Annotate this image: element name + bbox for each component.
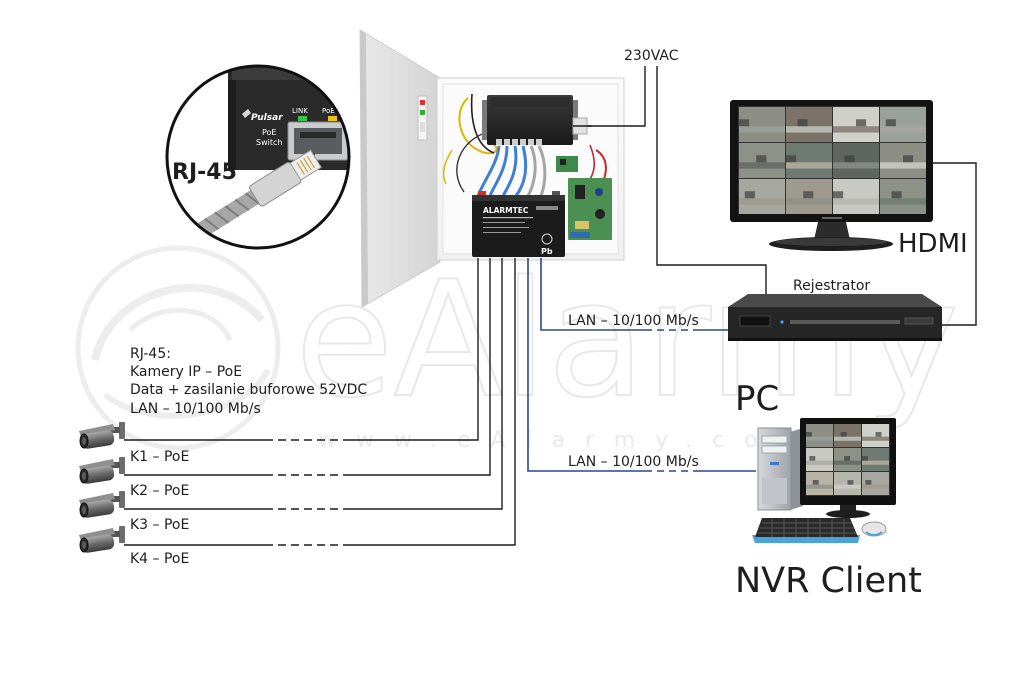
mains-cable-recorder: [656, 66, 767, 296]
ip-camera-icon: [79, 526, 125, 553]
lan-cable-pc: [527, 258, 756, 472]
legend-line: LAN – 10/100 Mb/s: [130, 401, 261, 417]
battery-marking: Pb: [541, 247, 553, 256]
desktop-pc-icon: [752, 418, 896, 543]
pc-monitor-icon: [800, 418, 896, 518]
pc-tower-icon: [757, 427, 803, 511]
camera-label-k2: K2 – PoE: [130, 483, 189, 499]
poe-switch-icon: [482, 95, 578, 145]
camera-k1: [79, 422, 125, 449]
inset-title: RJ-45: [172, 160, 237, 185]
pc-camera-grid: [806, 424, 889, 495]
pc-lan-label: LAN – 10/100 Mb/s: [568, 454, 699, 470]
tamper-switch-icon: [417, 95, 428, 141]
camera-feed-tile: [862, 472, 889, 495]
recorder-label: Rejestrator: [793, 278, 870, 294]
monitor-icon: [730, 100, 933, 251]
link-led-label: LINK: [292, 107, 308, 115]
recorder-lan-label: LAN – 10/100 Mb/s: [568, 313, 699, 329]
lan-cable-recorder: [540, 258, 728, 331]
legend-line: Data + zasilanie buforowe 52VDC: [130, 382, 367, 398]
camera-legend: RJ-45: Kamery IP – PoE Data + zasilanie …: [130, 346, 367, 417]
link-led-icon: [298, 116, 307, 121]
monitor-camera-grid: [739, 107, 926, 214]
switch-brand: Pulsar: [251, 113, 283, 123]
camera-feed-tile: [786, 107, 832, 142]
ip-camera-icon: [79, 457, 125, 484]
inset-circle-border: [165, 64, 351, 250]
camera-feed-tile: [880, 179, 926, 214]
camera-k2: [79, 457, 125, 484]
ip-camera-icon: [79, 491, 125, 518]
hdmi-cable: [933, 162, 977, 326]
battery-brand: ALARMTEC: [483, 206, 529, 215]
camera-k3: [79, 491, 125, 518]
camera-cable-k1: [124, 258, 479, 441]
switch-label-line1: PoE: [262, 128, 277, 137]
camera-feed-tile: [806, 424, 833, 447]
poe-led-icon: [328, 116, 337, 121]
camera-cable-k2: [124, 258, 491, 476]
camera-label-k3: K3 – PoE: [130, 517, 189, 533]
switch-label-line2: Switch: [256, 138, 282, 147]
camera-label-k4: K4 – PoE: [130, 551, 189, 567]
pc-title: PC: [735, 379, 779, 419]
legend-line: RJ-45:: [130, 346, 171, 362]
nvr-client-caption: NVR Client: [735, 561, 922, 601]
nvr-recorder-icon: [728, 294, 942, 341]
patch-cables: [476, 145, 547, 197]
mains-cable-switch: [573, 66, 646, 127]
battery-icon: ALARMTEC Pb: [472, 191, 565, 257]
camera-feed-tile: [834, 424, 861, 447]
pulsar-logo-icon: [242, 109, 251, 118]
control-board-icon: [556, 156, 612, 240]
legend-line: Kamery IP – PoE: [130, 364, 242, 380]
enclosure-door: [359, 29, 441, 308]
camera-feed-tile: [833, 143, 879, 178]
hdmi-label: HDMI: [898, 229, 968, 259]
camera-feed-tile: [862, 448, 889, 471]
camera-cable-k4: [124, 258, 516, 546]
watermark-swirl-icon: [75, 245, 281, 451]
psu-enclosure: ALARMTEC Pb: [359, 29, 625, 308]
cables: [124, 66, 977, 546]
mouse-icon: [861, 521, 887, 537]
power-label: 230VAC: [624, 48, 679, 64]
camera-label-k1: K1 – PoE: [130, 449, 189, 465]
poe-led-label: PoE: [322, 107, 335, 115]
camera-feed-tile: [806, 448, 833, 471]
camera-feed-tile: [806, 472, 833, 495]
keyboard-icon: [752, 518, 860, 543]
rj45-inset: Pulsar PoE Switch LINK PoE 1 RJ-45: [165, 64, 351, 250]
camera-k4: [79, 526, 125, 553]
camera-cable-k3: [124, 258, 503, 510]
ip-camera-icon: [79, 422, 125, 449]
